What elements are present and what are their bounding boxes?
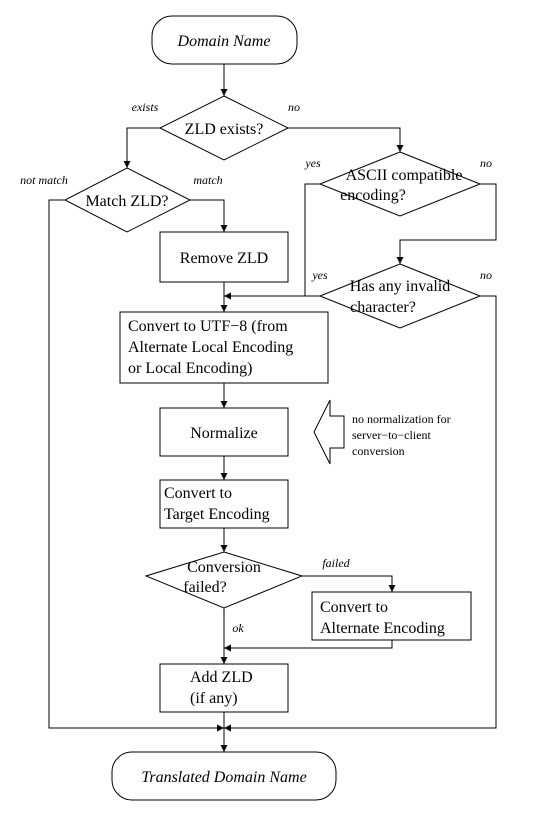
convert-target-line-1: Convert to bbox=[164, 485, 232, 502]
add-zld-process: Add ZLD (if any) bbox=[159, 663, 289, 713]
label-invalid-no: no bbox=[480, 268, 492, 282]
start-terminal: Domain Name bbox=[151, 15, 298, 65]
invalid-character-decision: Has any invalid character? bbox=[318, 263, 482, 329]
conversion-failed-decision: Conversion failed? bbox=[144, 551, 304, 609]
remove-zld-shape bbox=[159, 231, 289, 283]
normalize-process: Normalize bbox=[159, 407, 289, 457]
note-arrow-shape bbox=[313, 399, 345, 465]
convert-alternate-line-1: Convert to bbox=[320, 599, 388, 616]
convert-target-line-2: Target Encoding bbox=[164, 506, 270, 523]
remove-zld-process: Remove ZLD bbox=[159, 231, 289, 283]
label-match: match bbox=[193, 173, 222, 187]
edge-alternate-to-addzld bbox=[224, 640, 393, 652]
note-line-2: server−to−client bbox=[352, 428, 432, 442]
start-label: Domain Name bbox=[177, 33, 271, 50]
edge-ascii-no bbox=[396, 183, 497, 264]
conversion-failed-line-2: failed? bbox=[183, 579, 227, 596]
end-terminal: Translated Domain Name bbox=[111, 751, 337, 801]
convert-alternate-line-2: Alternate Encoding bbox=[320, 620, 445, 637]
ascii-compatible-line-2: encoding? bbox=[340, 187, 406, 204]
edges bbox=[48, 64, 497, 752]
label-ascii-yes: yes bbox=[304, 156, 321, 170]
label-failed: failed bbox=[322, 556, 350, 570]
invalid-character-shape bbox=[318, 263, 482, 329]
label-invalid-yes: yes bbox=[311, 268, 328, 282]
edge-zld-exists bbox=[123, 127, 160, 168]
end-shape bbox=[111, 751, 337, 801]
add-zld-shape bbox=[159, 663, 289, 713]
conversion-failed-line-1: Conversion bbox=[187, 559, 261, 576]
add-zld-line-1: Add ZLD bbox=[190, 669, 253, 686]
convert-utf8-process: Convert to UTF−8 (from Alternate Local E… bbox=[119, 311, 329, 384]
label-not-match: not match bbox=[20, 173, 68, 187]
label-ok: ok bbox=[232, 621, 244, 635]
add-zld-line-2: (if any) bbox=[190, 690, 238, 707]
normalization-note: no normalization for server−to−client co… bbox=[313, 399, 451, 465]
convert-utf8-shape bbox=[119, 311, 329, 384]
ascii-compatible-shape bbox=[318, 151, 482, 217]
zld-exists-decision: ZLD exists? bbox=[158, 95, 290, 161]
edge-match-yes bbox=[190, 199, 228, 232]
remove-zld-label: Remove ZLD bbox=[180, 250, 268, 267]
convert-utf8-line-2: Alternate Local Encoding bbox=[128, 339, 293, 356]
label-zld-no: no bbox=[288, 100, 300, 114]
label-ascii-no: no bbox=[480, 156, 492, 170]
normalize-label: Normalize bbox=[190, 425, 258, 442]
zld-exists-label: ZLD exists? bbox=[185, 121, 264, 138]
label-exists: exists bbox=[132, 100, 159, 114]
match-zld-decision: Match ZLD? bbox=[63, 167, 192, 233]
normalize-shape bbox=[159, 407, 289, 457]
note-line-3: conversion bbox=[352, 444, 405, 458]
conversion-failed-shape bbox=[144, 551, 304, 609]
edge-invalid-no bbox=[224, 295, 497, 732]
start-shape bbox=[151, 15, 298, 65]
edge-match-no bbox=[48, 199, 224, 732]
edge-conv-failed bbox=[302, 575, 396, 592]
invalid-character-line-1: Has any invalid bbox=[350, 278, 450, 295]
convert-utf8-line-3: or Local Encoding) bbox=[128, 360, 252, 377]
note-line-1: no normalization for bbox=[352, 412, 451, 426]
ascii-compatible-line-1: ASCII compatible bbox=[346, 167, 463, 184]
match-zld-shape bbox=[63, 167, 192, 233]
edge-zld-no bbox=[288, 127, 404, 152]
zld-exists-shape bbox=[158, 95, 290, 161]
match-zld-label: Match ZLD? bbox=[85, 193, 168, 210]
convert-target-shape bbox=[159, 479, 289, 529]
convert-utf8-line-1: Convert to UTF−8 (from bbox=[128, 318, 288, 335]
convert-alternate-shape bbox=[311, 591, 472, 641]
ascii-compatible-decision: ASCII compatible encoding? bbox=[318, 151, 482, 217]
end-label: Translated Domain Name bbox=[141, 769, 306, 786]
edge-labels: exists no yes no not match match yes no … bbox=[20, 100, 492, 635]
convert-alternate-process: Convert to Alternate Encoding bbox=[311, 591, 472, 641]
invalid-character-line-2: character? bbox=[350, 299, 416, 316]
convert-target-process: Convert to Target Encoding bbox=[159, 479, 289, 529]
